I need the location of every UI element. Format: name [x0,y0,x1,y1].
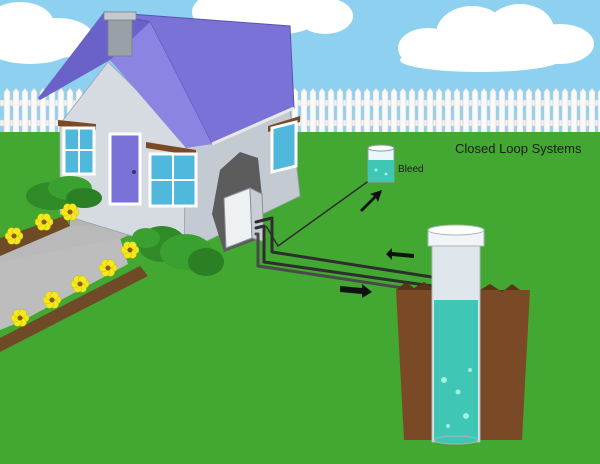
fence-picket [579,87,587,135]
fence-picket [471,87,479,135]
fence-picket [435,87,443,135]
fence-picket [372,87,380,135]
bleed-label: Bleed [398,164,424,175]
fence-picket [525,87,533,135]
chimney [107,15,133,57]
fence-picket [417,87,425,135]
cloud-left [0,2,94,64]
diagram-title: Closed Loop Systems [455,141,582,156]
fence-picket [390,87,398,135]
fence-picket [570,87,578,135]
flower-icon [42,291,62,309]
flower-group [4,203,140,327]
bush-left [26,176,102,210]
fence-picket [453,87,461,135]
fence-picket [300,87,308,135]
fence-picket [489,87,497,135]
flower-icon [70,275,90,293]
right-arrow-icon [340,284,372,298]
flower-icon [60,203,80,221]
window-side [268,116,300,174]
fence-picket [12,87,20,135]
fence-picket [444,87,452,135]
heat-pump-unit [223,187,265,249]
bush-right [132,226,224,276]
fence-picket [309,87,317,135]
window-front-right [146,142,198,208]
window-front-left [58,120,96,176]
fence-picket [363,87,371,135]
fence-picket [30,87,38,135]
fence-picket [498,87,506,135]
fence-picket [408,87,416,135]
flower-icon [120,241,140,259]
cloud-right [398,4,594,72]
fence-picket [327,87,335,135]
fence-picket [534,87,542,135]
fence-picket [516,87,524,135]
fence-picket [318,87,326,135]
fence-picket [561,87,569,135]
left-arrow-icon [386,248,414,260]
fence-picket [381,87,389,135]
flower-bed-lower [0,266,148,352]
house [38,11,301,253]
bleed-line [265,179,371,248]
fence-picket [3,87,11,135]
front-door [108,132,142,206]
bleed-container [367,144,395,183]
fence-picket [345,87,353,135]
flower-icon [10,309,30,327]
fence-picket [39,87,47,135]
fence-picket [354,87,362,135]
fence-picket [543,87,551,135]
flower-icon [4,227,24,245]
fence-picket [21,87,29,135]
flower-icon [34,213,54,231]
flower-icon [98,259,118,277]
fence-picket [552,87,560,135]
fence-picket [399,87,407,135]
up-right-arrow-icon [360,190,382,212]
fence-picket [507,87,515,135]
well-cross-section [396,224,530,445]
fence-picket [480,87,488,135]
fence-picket [48,87,56,135]
flower-bed [0,216,70,256]
fence-picket [426,87,434,135]
fence-picket [462,87,470,135]
fence-picket [336,87,344,135]
fence-picket [588,87,596,135]
walkway-lower [0,238,128,330]
